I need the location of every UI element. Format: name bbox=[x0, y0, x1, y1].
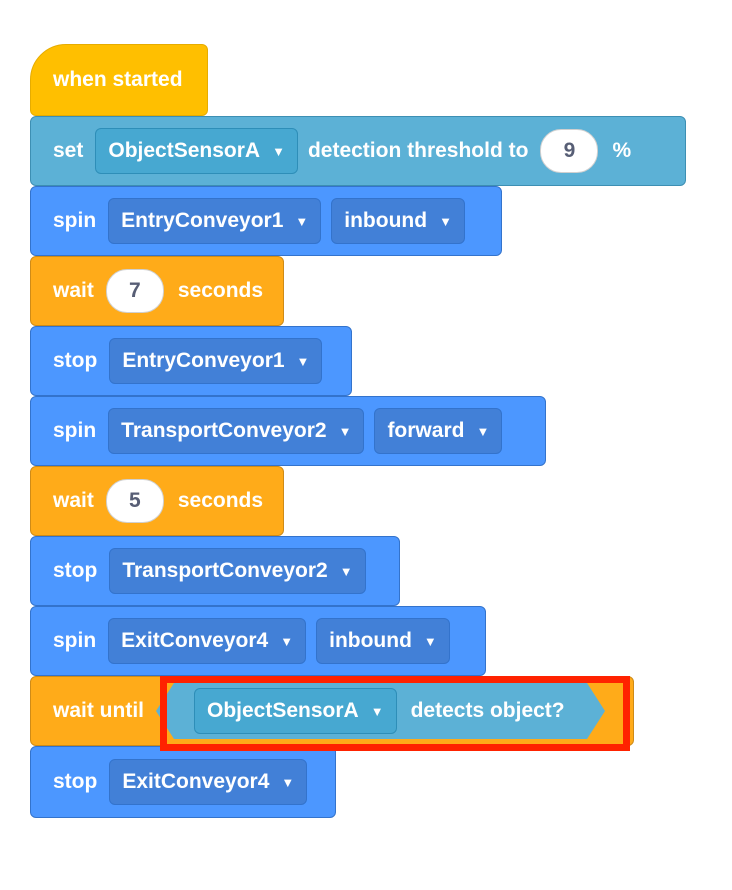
conveyor-dropdown[interactable]: TransportConveyor2 ▼ bbox=[108, 408, 365, 454]
conveyor-dropdown[interactable]: ExitConveyor4 ▼ bbox=[108, 618, 307, 664]
spin-exit-block[interactable]: spin ExitConveyor4 ▼ inbound ▼ bbox=[30, 606, 486, 676]
set-threshold-block[interactable]: set ObjectSensorA ▼ detection threshold … bbox=[30, 116, 686, 186]
seconds-label: seconds bbox=[177, 489, 264, 512]
stop-entry-block[interactable]: stop EntryConveyor1 ▼ bbox=[30, 326, 352, 396]
triangle-down-icon: ▼ bbox=[296, 353, 310, 369]
sensor-dropdown[interactable]: ObjectSensorA ▼ bbox=[194, 688, 397, 734]
when-started-label: when started bbox=[53, 68, 183, 91]
stop-exit-block[interactable]: stop ExitConveyor4 ▼ bbox=[30, 746, 336, 818]
wait-label: wait bbox=[53, 489, 94, 512]
direction-dropdown[interactable]: forward ▼ bbox=[374, 408, 503, 454]
wait-seconds-input[interactable]: 5 bbox=[105, 479, 164, 523]
triangle-down-icon: ▼ bbox=[295, 213, 309, 229]
wait-label: wait bbox=[53, 279, 94, 302]
triangle-down-icon: ▼ bbox=[281, 774, 295, 790]
triangle-down-icon: ▼ bbox=[280, 633, 294, 649]
set-label: set bbox=[53, 139, 84, 162]
wait-seconds-input[interactable]: 7 bbox=[105, 269, 164, 313]
percent-label: % bbox=[612, 139, 632, 162]
direction-dropdown[interactable]: inbound ▼ bbox=[316, 618, 450, 664]
triangle-down-icon: ▼ bbox=[439, 213, 452, 229]
conveyor-dropdown[interactable]: EntryConveyor1 ▼ bbox=[109, 338, 323, 384]
detects-object-condition[interactable]: ObjectSensorA ▼ detects object? bbox=[156, 683, 605, 739]
stop-transport-block[interactable]: stop TransportConveyor2 ▼ bbox=[30, 536, 400, 606]
triangle-down-icon: ▼ bbox=[339, 563, 353, 579]
conveyor-dropdown-label: ExitConveyor4 bbox=[122, 770, 270, 793]
direction-dropdown[interactable]: inbound ▼ bbox=[331, 198, 465, 244]
triangle-down-icon: ▼ bbox=[423, 633, 437, 649]
stop-label: stop bbox=[53, 559, 98, 582]
spin-label: spin bbox=[53, 419, 97, 442]
wait-seconds-block[interactable]: wait 5 seconds bbox=[30, 466, 284, 536]
spin-label: spin bbox=[53, 209, 97, 232]
triangle-down-icon: ▼ bbox=[338, 423, 352, 439]
conveyor-dropdown[interactable]: ExitConveyor4 ▼ bbox=[109, 759, 308, 805]
when-started-block[interactable]: when started bbox=[30, 44, 208, 116]
sensor-dropdown-label: ObjectSensorA bbox=[207, 699, 359, 722]
wait-seconds-block[interactable]: wait 7 seconds bbox=[30, 256, 284, 326]
stop-label: stop bbox=[53, 349, 98, 372]
conveyor-dropdown[interactable]: TransportConveyor2 ▼ bbox=[109, 548, 366, 594]
conveyor-dropdown-label: TransportConveyor2 bbox=[122, 559, 328, 582]
direction-dropdown-label: forward bbox=[387, 419, 465, 442]
wait-until-label: wait until bbox=[53, 699, 144, 722]
spin-transport-block[interactable]: spin TransportConveyor2 ▼ forward ▼ bbox=[30, 396, 546, 466]
threshold-label: detection threshold to bbox=[307, 139, 529, 162]
conveyor-dropdown-label: EntryConveyor1 bbox=[121, 209, 284, 232]
spin-label: spin bbox=[53, 629, 97, 652]
detects-object-label: detects object? bbox=[410, 699, 565, 722]
direction-dropdown-label: inbound bbox=[344, 209, 428, 232]
stop-label: stop bbox=[53, 770, 98, 793]
spin-entry-block[interactable]: spin EntryConveyor1 ▼ inbound ▼ bbox=[30, 186, 502, 256]
triangle-down-icon: ▼ bbox=[272, 143, 285, 159]
sensor-dropdown-label: ObjectSensorA bbox=[108, 139, 261, 162]
conveyor-dropdown-label: ExitConveyor4 bbox=[121, 629, 269, 652]
sensor-dropdown[interactable]: ObjectSensorA ▼ bbox=[95, 128, 298, 174]
wait-until-block[interactable]: wait until ObjectSensorA ▼ detects objec… bbox=[30, 676, 634, 746]
threshold-input[interactable]: 9 bbox=[540, 129, 599, 173]
triangle-down-icon: ▼ bbox=[476, 423, 490, 439]
triangle-down-icon: ▼ bbox=[370, 703, 384, 719]
conveyor-dropdown[interactable]: EntryConveyor1 ▼ bbox=[108, 198, 322, 244]
direction-dropdown-label: inbound bbox=[329, 629, 412, 652]
seconds-label: seconds bbox=[177, 279, 264, 302]
conveyor-dropdown-label: TransportConveyor2 bbox=[121, 419, 327, 442]
conveyor-dropdown-label: EntryConveyor1 bbox=[122, 349, 285, 372]
